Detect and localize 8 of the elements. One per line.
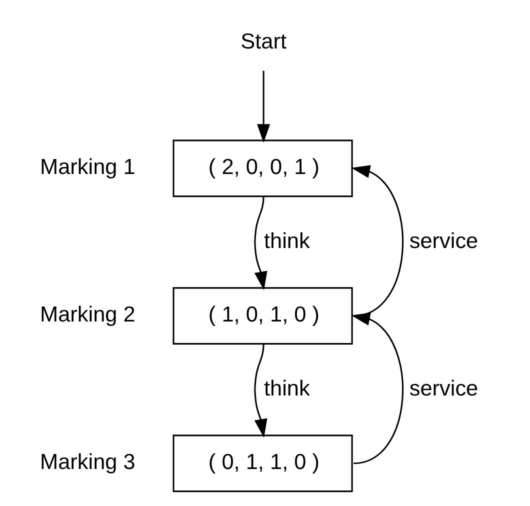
node-text: Start [240,28,286,54]
edge-label: think [263,375,310,400]
edge-label: service [408,228,478,253]
node-label: Marking 2 [39,302,135,327]
node-label: Marking 3 [39,449,135,474]
edge-label: service [408,375,478,400]
edge-label: think [263,228,310,253]
node-label: Marking 1 [39,154,135,180]
